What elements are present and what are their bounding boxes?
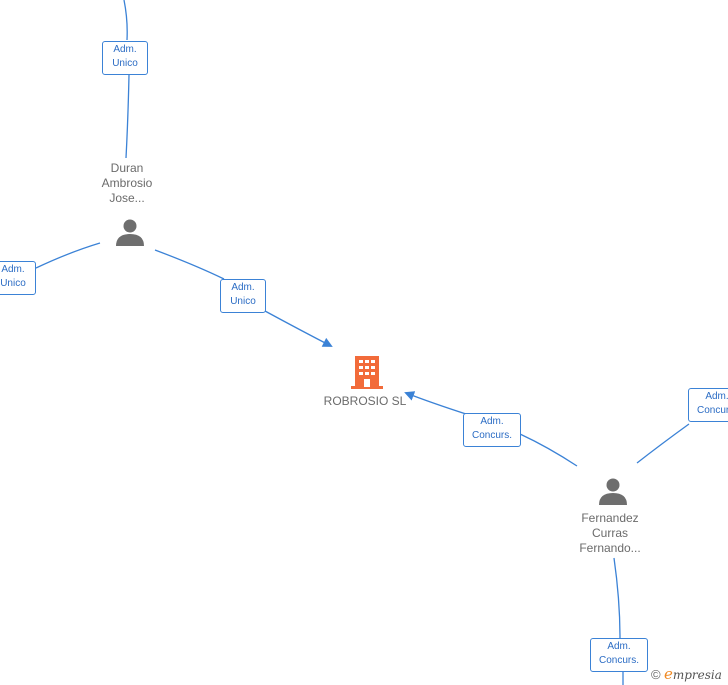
brand-text: mpresia [672,668,722,682]
role-label-line: Concurs. [696,405,728,416]
name-line: Fernandez [581,511,639,525]
name-line: Duran [110,161,144,175]
person-name-duran[interactable]: Duran Ambrosio Jose... [102,161,153,206]
role-label-line: Concurs. [598,655,639,666]
edge-top-to-duran [123,0,128,41]
role-label-line: Unico [112,58,138,69]
building-icon[interactable] [351,355,383,389]
edge-top-to-duran-lower [125,74,130,159]
name-line: Curras [591,526,628,540]
person-icon[interactable] [598,476,628,506]
brand-e: e [663,665,673,683]
name-line: Fernando... [579,541,641,555]
role-label-line: Adm. [480,416,504,427]
edge-left-to-duran [35,242,101,269]
person-icon[interactable] [115,217,145,247]
edge-duran-to-company-a [154,249,225,280]
edge-fernandez-to-bottom [613,557,621,639]
edge-fernandez-to-company-a [519,433,578,467]
role-label-line: Adm. [231,282,255,293]
role-label-duran-company: Adm. Unico [220,279,266,313]
name-line: Ambrosio [101,176,153,190]
role-label-right: Adm. Concurs. [688,388,728,422]
name-line: Jose... [109,191,145,205]
role-label-line: Unico [0,278,26,289]
person-name-fernandez[interactable]: Fernandez Curras Fernando... [579,511,640,556]
role-label-line: Adm. [113,44,137,55]
edge-fernandez-to-company-b [404,391,467,415]
role-label-line: Adm. [607,641,631,652]
empresia-logo: © empresia [651,665,722,683]
role-label-line: Adm. [705,391,728,402]
copyright-icon: © [651,667,661,682]
role-label-bottom: Adm. Concurs. [590,638,648,672]
role-label-fernandez-company: Adm. Concurs. [463,413,521,447]
role-label-left: Adm. Unico [0,261,36,295]
edge-right-to-fernandez [636,423,690,464]
role-label-top: Adm. Unico [102,41,148,75]
role-label-line: Concurs. [471,430,512,441]
edge-duran-to-company-b [264,310,333,347]
company-name[interactable]: ROBROSIO SL [323,394,407,408]
role-label-line: Adm. [1,264,25,275]
role-label-line: Unico [230,296,256,307]
